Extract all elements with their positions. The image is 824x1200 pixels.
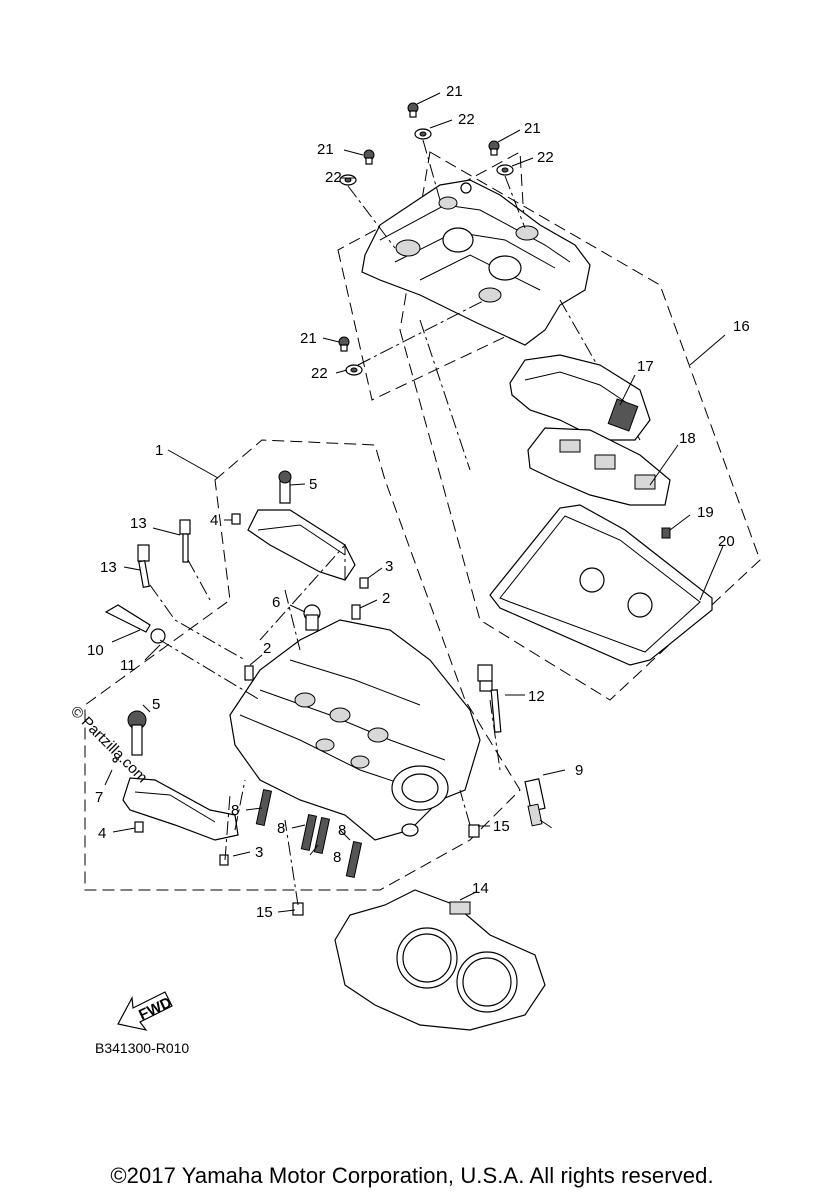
callout-16: 16: [733, 318, 750, 335]
callout-8: 8: [277, 820, 285, 837]
callout-20: 20: [718, 533, 735, 550]
callout-21: 21: [524, 120, 541, 137]
gasket-20[interactable]: [489, 504, 713, 666]
callout-22: 22: [458, 111, 475, 128]
callout-9: 9: [575, 762, 583, 779]
callout-11: 11: [120, 657, 136, 674]
head-group-outline: [84, 439, 521, 891]
callout-15: 15: [493, 818, 510, 835]
bolt-10-and-11[interactable]: [104, 604, 166, 644]
callout-17: 17: [637, 358, 654, 375]
callout-15: 15: [256, 904, 273, 921]
cylinder-head-cover[interactable]: [361, 179, 591, 346]
callout-21: 21: [446, 83, 463, 100]
callout-8: 8: [333, 849, 341, 866]
leader-lines: [104, 92, 726, 913]
diagram-code: B341300-R010: [95, 1040, 190, 1056]
cylinder-head[interactable]: [229, 619, 481, 841]
callout-3: 3: [385, 558, 393, 575]
camshaft-cap-upper[interactable]: [247, 470, 356, 581]
callout-7: 7: [95, 789, 103, 806]
callout-13: 13: [130, 515, 147, 532]
callout-21: 21: [300, 330, 317, 347]
fwd-arrow-icon: FWD: [117, 991, 175, 1031]
callout-18: 18: [679, 430, 696, 447]
callout-21: 21: [317, 141, 334, 158]
callout-19: 19: [697, 504, 714, 521]
callout-6: 6: [272, 594, 280, 611]
callout-5: 5: [152, 696, 160, 713]
copyright-notice: ©2017 Yamaha Motor Corporation, U.S.A. A…: [110, 1163, 714, 1188]
callout-1: 1: [155, 442, 163, 459]
callout-10: 10: [87, 642, 104, 659]
callout-4: 4: [210, 512, 218, 529]
head-bolts-13[interactable]: [137, 519, 191, 589]
callout-2: 2: [382, 590, 390, 607]
callout-12: 12: [528, 688, 545, 705]
studs-8[interactable]: [255, 788, 363, 879]
callout-8: 8: [231, 802, 239, 819]
callout-13: 13: [100, 559, 117, 576]
callout-5: 5: [309, 476, 317, 493]
gasket-17[interactable]: [509, 354, 651, 441]
spark-plug-9[interactable]: [524, 778, 546, 827]
gasket-18[interactable]: [527, 427, 671, 506]
callout-14: 14: [472, 880, 489, 897]
callout-22: 22: [311, 365, 328, 382]
callout-2: 2: [263, 640, 271, 657]
callout-22: 22: [325, 169, 342, 186]
callout-8: 8: [338, 822, 346, 839]
callout-22: 22: [537, 149, 554, 166]
callout-labels: 21 22 21 22 21 22 21 22 16 17 18 19 20 1…: [87, 83, 750, 921]
head-gasket-14[interactable]: [334, 889, 546, 1031]
callout-4: 4: [98, 825, 106, 842]
cover-bolts[interactable]: [338, 102, 514, 376]
camshaft-cap-lower[interactable]: [122, 710, 239, 841]
bolt-12[interactable]: [477, 664, 502, 733]
bolt-19[interactable]: [661, 527, 671, 539]
callout-3: 3: [255, 844, 263, 861]
head-guide-lines: [149, 543, 556, 906]
